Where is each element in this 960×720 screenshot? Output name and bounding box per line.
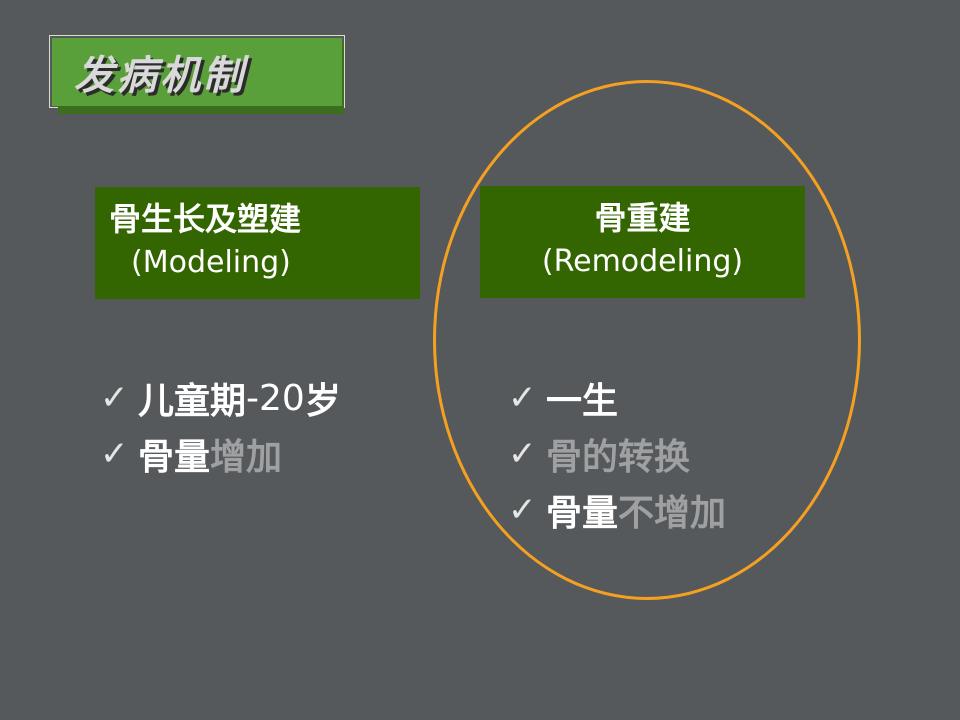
list-item: ✓ 骨量增加 <box>100 426 341 482</box>
modeling-title-en: (Modeling) <box>131 245 291 280</box>
remodeling-list: ✓ 一生 ✓ 骨的转换 ✓ 骨量不增加 <box>508 370 726 538</box>
item-text-number: -20 <box>246 377 305 419</box>
highlight-ellipse <box>433 80 861 600</box>
check-icon: ✓ <box>508 378 537 418</box>
item-text-dim: 骨的转换 <box>546 436 691 478</box>
check-icon: ✓ <box>508 434 537 474</box>
check-icon: ✓ <box>508 490 537 530</box>
title-box: 发病机制 <box>52 38 342 106</box>
item-text-bright: 一生 <box>546 380 619 422</box>
check-icon: ✓ <box>100 378 129 418</box>
item-text-suffix: 岁 <box>304 380 341 422</box>
modeling-box: 骨生长及塑建 (Modeling) <box>95 187 420 299</box>
remodeling-title-en: (Remodeling) <box>541 244 744 279</box>
list-item: ✓ 骨量不增加 <box>508 482 726 538</box>
item-text: 儿童期 <box>138 380 247 422</box>
check-icon: ✓ <box>100 434 129 474</box>
list-item: ✓ 一生 <box>508 370 726 426</box>
item-text-dim: 增加 <box>210 436 283 478</box>
item-text-bright: 骨量 <box>546 492 619 534</box>
remodeling-box: 骨重建 (Remodeling) <box>480 186 805 298</box>
list-item: ✓ 骨的转换 <box>508 426 726 482</box>
item-text-bright: 骨量 <box>138 436 211 478</box>
remodeling-title-zh: 骨重建 <box>594 199 691 237</box>
modeling-title-zh: 骨生长及塑建 <box>109 200 302 238</box>
item-text-dim: 不增加 <box>618 492 727 534</box>
slide-title: 发病机制 <box>74 52 246 99</box>
